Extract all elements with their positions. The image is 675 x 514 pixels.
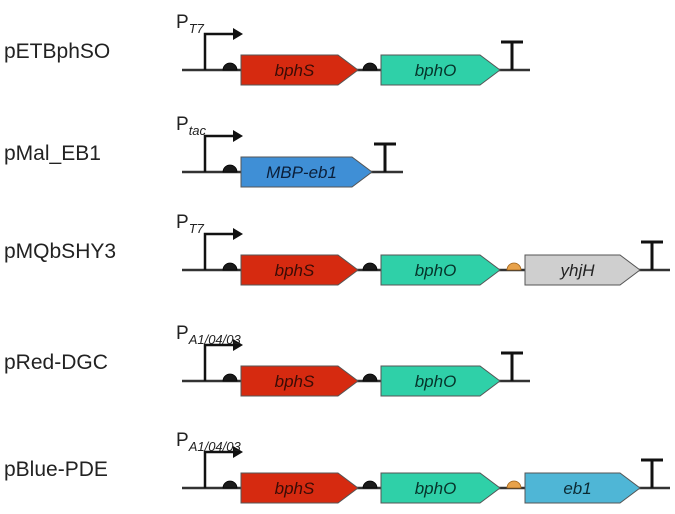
rbs-icon: [362, 480, 378, 489]
promoter-subscript: A1/04/03: [188, 332, 242, 347]
gene-arrow-bphS: [240, 54, 359, 86]
promoter-base: P: [176, 323, 189, 344]
gene-arrow-bphS: [240, 472, 359, 504]
promoter-base: P: [176, 430, 189, 451]
promoter-arrow: [203, 232, 233, 270]
gene-label: eb1: [563, 479, 591, 498]
rbs-icon: [506, 262, 522, 271]
gene-arrow-eb1: [524, 472, 641, 504]
gene-label: bphS: [275, 372, 315, 391]
construct-pMQbSHY3: pMQbSHY3 PT7 bphS bphO yhjH: [4, 212, 670, 286]
promoter-label: PA1/04/03: [176, 430, 242, 454]
gene-label: bphO: [415, 261, 457, 280]
rbs-icon: [222, 373, 238, 382]
rbs-icon: [362, 373, 378, 382]
gene-label: MBP-eb1: [266, 163, 337, 182]
gene-arrow-bphO: [380, 365, 501, 397]
promoter-label: Ptac: [176, 114, 207, 138]
gene-arrow-MBP-eb1: [240, 156, 373, 188]
promoter-base: P: [176, 12, 189, 33]
gene-arrow-bphO: [380, 254, 501, 286]
construct-pETBphSO: pETBphSO PT7 bphS bphO: [4, 12, 530, 86]
plasmid-label: pBlue-PDE: [4, 458, 108, 481]
promoter-arrowhead: [233, 446, 243, 458]
gene-label: bphS: [275, 261, 315, 280]
construct-pBlue-PDE: pBlue-PDE PA1/04/03 bphS bphO eb1: [4, 430, 670, 504]
rbs-icon: [222, 480, 238, 489]
promoter-subscript: A1/04/03: [188, 439, 242, 454]
gene-label: bphS: [275, 479, 315, 498]
gene-label: bphS: [275, 61, 315, 80]
gene-arrow-bphO: [380, 54, 501, 86]
gene-arrow-bphS: [240, 365, 359, 397]
rbs-icon: [362, 62, 378, 71]
promoter-arrow: [203, 450, 233, 488]
promoter-arrow: [203, 343, 233, 381]
plasmid-label: pMal_EB1: [4, 142, 101, 165]
promoter-base: P: [176, 114, 189, 135]
promoter-subscript: tac: [189, 123, 207, 138]
gene-label: bphO: [415, 479, 457, 498]
promoter-arrow: [203, 134, 233, 172]
promoter-label: PA1/04/03: [176, 323, 242, 347]
plasmid-label: pETBphSO: [4, 40, 110, 63]
rbs-icon: [362, 262, 378, 271]
gene-label: yhjH: [559, 261, 595, 280]
promoter-arrowhead: [233, 339, 243, 351]
rbs-icon: [222, 262, 238, 271]
gene-label: bphO: [415, 372, 457, 391]
promoter-subscript: T7: [189, 221, 205, 236]
gene-arrow-bphO: [380, 472, 501, 504]
promoter-arrow: [203, 32, 233, 70]
gene-label: bphO: [415, 61, 457, 80]
promoter-arrowhead: [233, 130, 243, 142]
gene-arrow-yhjH: [524, 254, 641, 286]
promoter-base: P: [176, 212, 189, 233]
promoter-subscript: T7: [189, 21, 205, 36]
promoter-arrowhead: [233, 28, 243, 40]
plasmid-label: pRed-DGC: [4, 351, 108, 374]
rbs-icon: [506, 480, 522, 489]
construct-pRed-DGC: pRed-DGC PA1/04/03 bphS bphO: [4, 323, 530, 397]
gene-arrow-bphS: [240, 254, 359, 286]
promoter-label: PT7: [176, 12, 205, 36]
rbs-icon: [222, 164, 238, 173]
rbs-icon: [222, 62, 238, 71]
promoter-arrowhead: [233, 228, 243, 240]
plasmid-label: pMQbSHY3: [4, 240, 116, 263]
promoter-label: PT7: [176, 212, 205, 236]
